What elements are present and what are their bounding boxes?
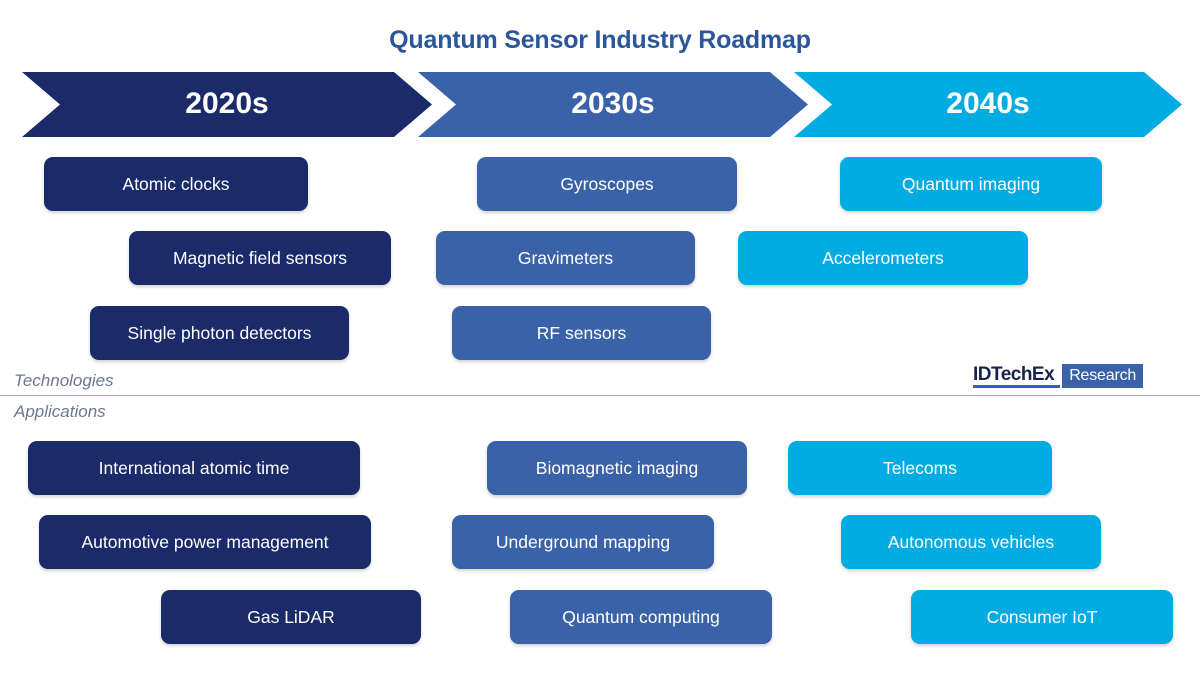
technology-box-atomic-clocks[interactable]: Atomic clocks	[44, 157, 308, 211]
page-title: Quantum Sensor Industry Roadmap	[389, 26, 811, 54]
section-label-applications: Applications	[14, 402, 106, 421]
section-divider	[0, 395, 1200, 396]
application-box-gas-lidar[interactable]: Gas LiDAR	[161, 590, 421, 644]
timeline-era-2040s-label: 2040s	[946, 86, 1030, 120]
application-box-quantum-computing[interactable]: Quantum computing	[510, 590, 772, 644]
logo-tag-text: Research	[1062, 364, 1144, 388]
timeline-era-2030s[interactable]: 2030s	[418, 72, 808, 137]
technology-box-rf-sensors[interactable]: RF sensors	[452, 306, 711, 360]
timeline-banner: 2020s 2030s 2040s	[22, 72, 1182, 137]
logo-brand-text: IDTechEx	[973, 364, 1061, 388]
application-box-telecoms[interactable]: Telecoms	[788, 441, 1052, 495]
technology-box-gravimeters[interactable]: Gravimeters	[436, 231, 695, 285]
application-box-biomagnetic-imaging[interactable]: Biomagnetic imaging	[487, 441, 747, 495]
timeline-era-2020s[interactable]: 2020s	[22, 72, 432, 137]
section-label-technologies: Technologies	[14, 371, 114, 390]
application-box-underground-mapping[interactable]: Underground mapping	[452, 515, 714, 569]
technology-box-magnetic-field-sensors[interactable]: Magnetic field sensors	[129, 231, 391, 285]
application-box-consumer-iot[interactable]: Consumer IoT	[911, 590, 1173, 644]
application-box-autonomous-vehicles[interactable]: Autonomous vehicles	[841, 515, 1101, 569]
technology-box-accelerometers[interactable]: Accelerometers	[738, 231, 1028, 285]
technology-box-gyroscopes[interactable]: Gyroscopes	[477, 157, 737, 211]
timeline-era-2040s[interactable]: 2040s	[794, 72, 1182, 137]
technology-box-single-photon-detectors[interactable]: Single photon detectors	[90, 306, 349, 360]
idtechex-research-logo[interactable]: IDTechEx Research	[973, 364, 1144, 388]
application-box-international-atomic-time[interactable]: International atomic time	[28, 441, 360, 495]
application-box-automotive-power-management[interactable]: Automotive power management	[39, 515, 371, 569]
timeline-era-2030s-label: 2030s	[571, 86, 655, 120]
timeline-era-2020s-label: 2020s	[185, 86, 269, 120]
technology-box-quantum-imaging[interactable]: Quantum imaging	[840, 157, 1102, 211]
